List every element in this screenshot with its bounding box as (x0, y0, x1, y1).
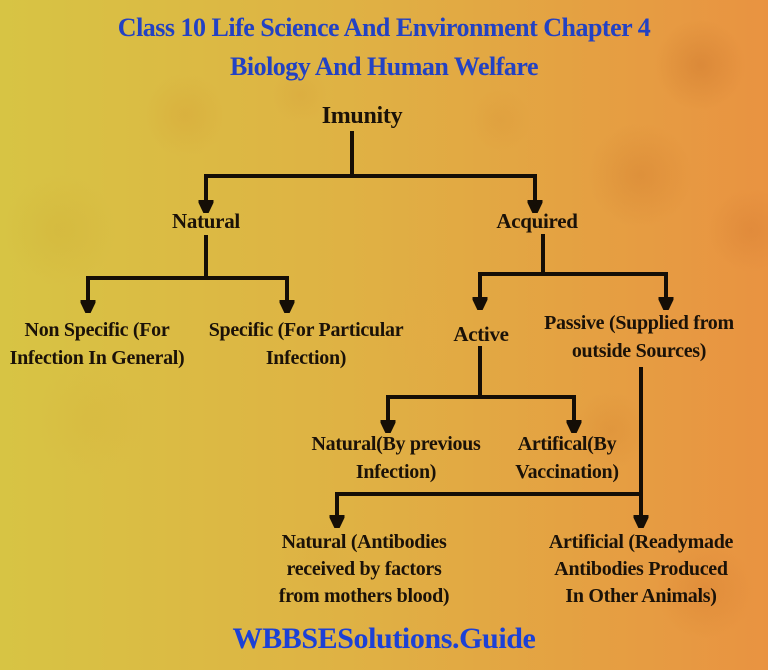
node-passive-artificial-line3: In Other Animals) (565, 585, 717, 607)
page-title: Class 10 Life Science And Environment Ch… (0, 8, 768, 86)
node-specific-line1: Specific (For Particular (208, 319, 404, 341)
node-passive-artificial: Artificial (Readymade Antibodies Produce… (548, 529, 734, 610)
node-non-specific: Non Specific (For Infection In General) (10, 316, 185, 372)
node-non-specific-line2: Infection In General) (9, 347, 185, 369)
node-passive-artificial-line2: Antibodies Produced (554, 558, 728, 580)
node-natural-label: Natural (172, 209, 240, 233)
node-passive-natural-line2: received by factors (286, 558, 442, 580)
node-specific-line2: Infection) (265, 347, 347, 369)
node-active-natural-line1: Natural(By previous (311, 433, 481, 455)
node-passive-artificial-line1: Artificial (Readymade (548, 531, 734, 553)
node-passive-line2: outside Sources) (571, 340, 707, 362)
node-acquired-label: Acquired (496, 209, 578, 233)
node-active-artificial: Artifical(By Vaccination) (515, 430, 619, 486)
node-passive-natural: Natural (Antibodies received by factors … (279, 529, 450, 610)
node-non-specific-line1: Non Specific (For (24, 319, 170, 341)
node-passive-natural-line1: Natural (Antibodies (281, 531, 447, 553)
node-immunity-label: Imunity (321, 103, 403, 129)
node-passive-natural-line3: from mothers blood) (278, 585, 450, 607)
node-specific: Specific (For Particular Infection) (209, 316, 404, 372)
node-active-artificial-line2: Vaccination) (515, 461, 619, 483)
node-acquired: Acquired (496, 207, 578, 235)
node-passive: Passive (Supplied from outside Sources) (544, 309, 734, 365)
page-title-line1: Class 10 Life Science And Environment Ch… (117, 13, 651, 42)
node-active-label: Active (453, 322, 509, 346)
node-natural: Natural (172, 207, 240, 235)
node-immunity: Imunity (322, 102, 403, 130)
watermark-label: WBBSESolutions.Guide (232, 622, 536, 655)
node-passive-line1: Passive (Supplied from (544, 312, 734, 334)
node-active-natural: Natural(By previous Infection) (312, 430, 481, 486)
node-active-natural-line2: Infection) (355, 461, 437, 483)
node-active-artificial-line1: Artifical(By (517, 433, 617, 455)
watermark-text: WBBSESolutions.Guide (0, 622, 768, 656)
node-active: Active (453, 320, 509, 348)
page-title-line2: Biology And Human Welfare (230, 52, 538, 81)
